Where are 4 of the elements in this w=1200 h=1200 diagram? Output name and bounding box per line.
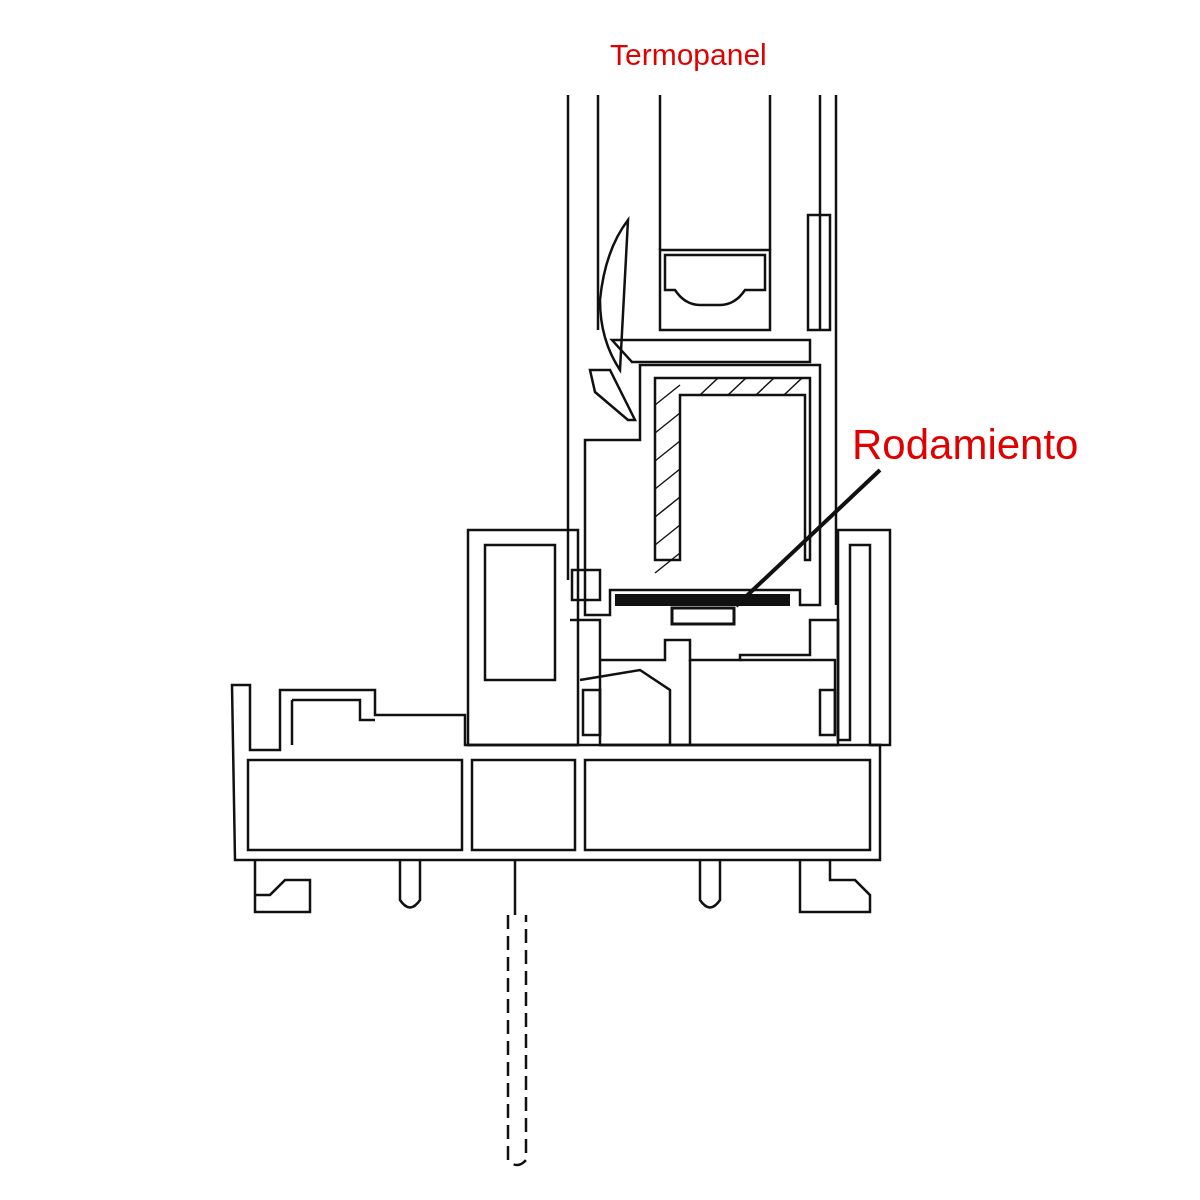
part-label: Termopanel xyxy=(610,40,767,70)
callout-label: Rodamiento xyxy=(852,424,1079,466)
roller-bearing xyxy=(615,594,790,626)
leader-line xyxy=(734,468,882,608)
